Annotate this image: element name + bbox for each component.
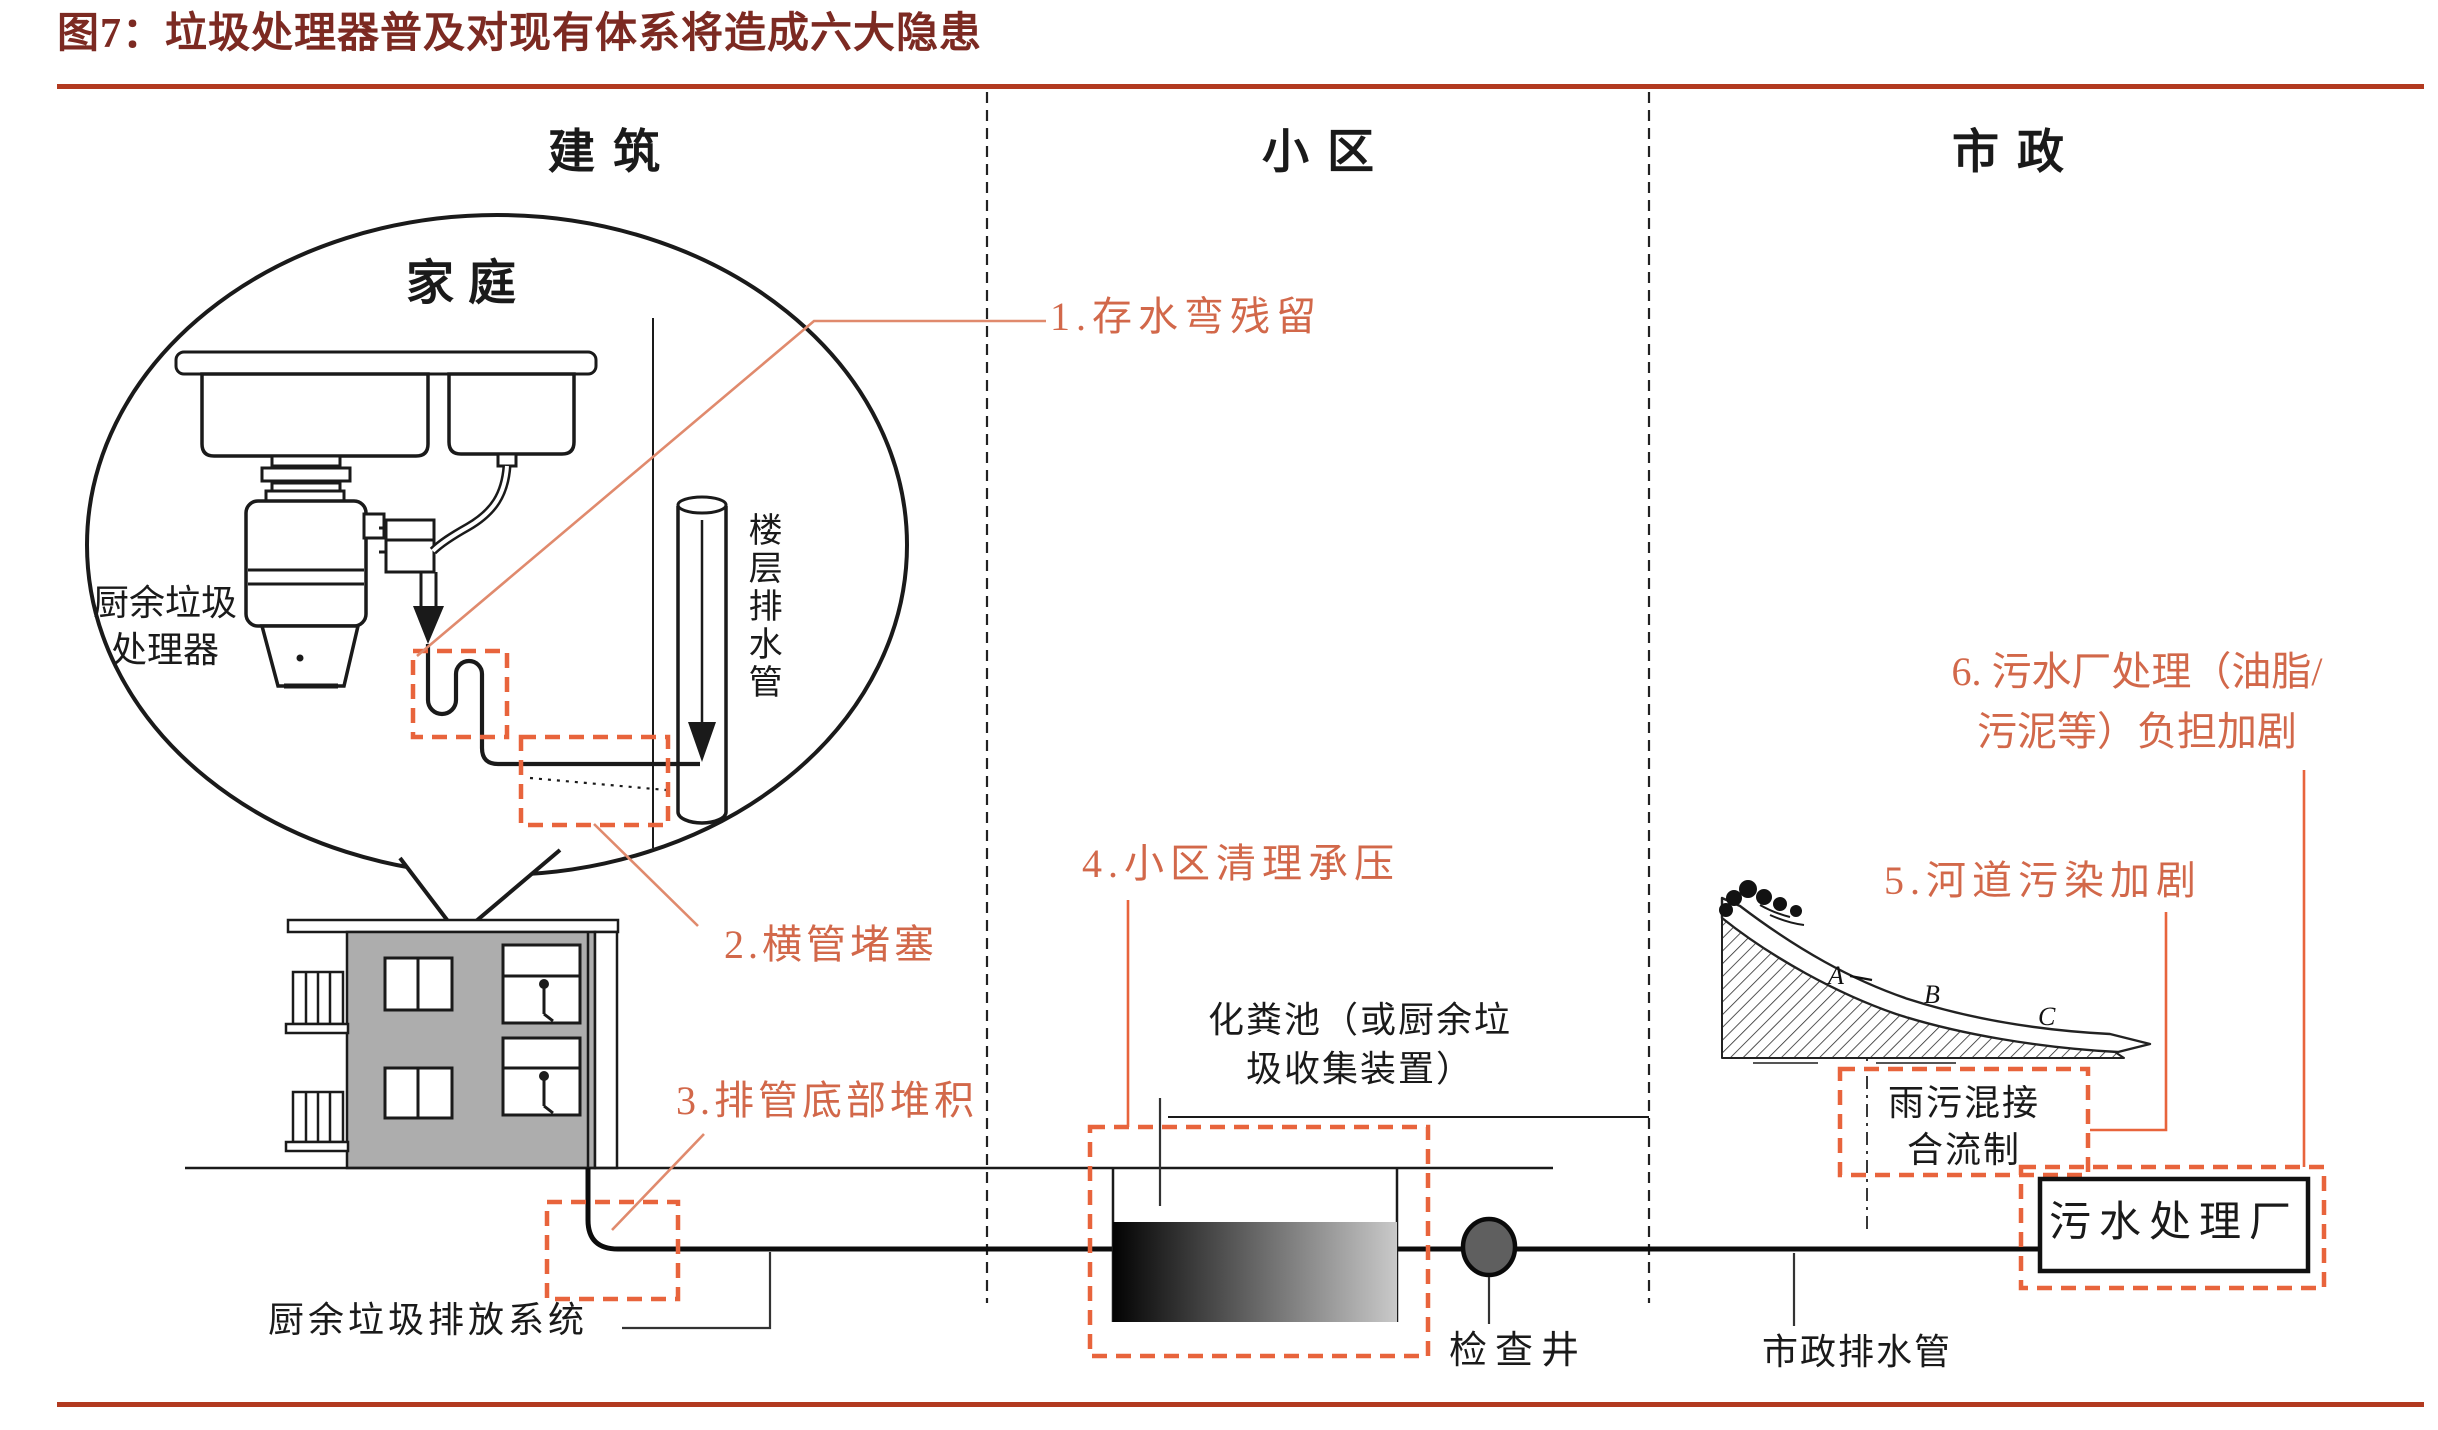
septic-tank-label-line2: 圾收集装置） xyxy=(1245,1048,1474,1089)
hazard-box-septic xyxy=(1087,1124,1431,1359)
hazard-label-2: 2.横管堵塞 xyxy=(724,922,938,967)
leader-2 xyxy=(593,823,699,927)
section-header-municipal: 市政 xyxy=(1952,127,2082,179)
disposer-outlet xyxy=(362,512,386,540)
hazard-label-4: 4.小区清理承压 xyxy=(1082,841,1400,886)
septic-tank-sludge-gradient xyxy=(1113,1222,1397,1322)
inspection-well-icon xyxy=(1460,1216,1518,1278)
hazard-box-mixed-flow xyxy=(1837,1066,2091,1178)
window-lower xyxy=(383,1066,454,1120)
hazard-boxes xyxy=(410,648,2327,1359)
sink-right-bowl xyxy=(447,372,576,456)
sewer-pipe xyxy=(585,1168,2040,1252)
home-label: 家庭 xyxy=(406,257,531,310)
magnifier-bubble xyxy=(85,213,909,936)
mixed-flow-label: 雨污混接 合流制 xyxy=(1840,1080,2088,1174)
leader-1 xyxy=(416,319,1046,657)
hazard-label-6: 6. 污水厂处理（油脂/ 污泥等）负担加剧 xyxy=(1902,642,2372,762)
hazard-label-3: 3.排管底部堆积 xyxy=(676,1078,978,1123)
discharge-system-leader xyxy=(622,1252,772,1330)
leader-3 xyxy=(611,1133,705,1231)
counter-top xyxy=(174,350,598,376)
river-vegetation-scribble xyxy=(1759,904,1805,926)
septic-tank-label: 化粪池（或厨余垃 圾收集装置） xyxy=(1186,996,1534,1093)
river-mark-a: A xyxy=(1826,961,1844,990)
kitchen-room-lower xyxy=(501,1036,582,1117)
mixed-flow-label-line1: 雨污混接 xyxy=(1887,1083,2040,1123)
sewage-plant-box xyxy=(2037,1176,2311,1274)
s-trap-pipe xyxy=(425,644,700,767)
floor-drain-pipe xyxy=(676,495,728,825)
building-roof xyxy=(286,918,620,934)
hazard-label-6-line2: 污泥等）负担加剧 xyxy=(1977,709,2297,754)
drain-junction xyxy=(379,518,436,574)
bubble-tail-mask xyxy=(396,846,562,936)
disposer-label-line1: 厨余垃圾 xyxy=(92,583,237,623)
top-rule xyxy=(57,84,2424,89)
faucet-icon xyxy=(539,979,549,989)
sink-unit xyxy=(174,318,700,848)
hazard-box-horizontal-pipe xyxy=(518,734,671,828)
window-upper xyxy=(383,956,454,1012)
section-header-building: 建筑 xyxy=(548,127,678,179)
hazard-label-6-line1: 6. 污水厂处理（油脂/ xyxy=(1951,649,2323,694)
hazard-box-sewage-plant xyxy=(2018,1164,2327,1291)
disposer-label-line2: 处理器 xyxy=(110,629,219,670)
river-illustration: A B C xyxy=(1719,880,2152,1064)
river-mark-a-tick xyxy=(1849,974,1873,982)
discharge-system-label: 厨余垃圾排放系统 xyxy=(268,1300,589,1340)
balcony-lower xyxy=(284,1090,350,1153)
river-vegetation xyxy=(1719,880,1802,917)
inspection-well-label: 检查井 xyxy=(1449,1330,1588,1372)
figure-title: 图7：垃圾处理器普及对现有体系将造成六大隐患 xyxy=(57,11,983,57)
building-right-wall xyxy=(593,930,619,1170)
mixed-flow-label-line2: 合流制 xyxy=(1906,1129,2021,1170)
bubble-circle xyxy=(85,213,909,877)
disposer-label: 厨余垃圾 处理器 xyxy=(70,580,260,674)
garbage-disposer xyxy=(244,454,386,689)
kitchen-room-upper xyxy=(501,943,582,1025)
sewage-plant-label: 污水处理厂 xyxy=(2048,1200,2299,1246)
hazard-box-trap xyxy=(410,648,510,740)
leader-5 xyxy=(2090,912,2168,1132)
right-bowl-tailpiece xyxy=(496,452,518,468)
section-header-community: 小区 xyxy=(1262,127,1392,179)
septic-tank xyxy=(1111,1168,1399,1322)
municipal-pipe-label: 市政排水管 xyxy=(1762,1332,1953,1372)
river-mark-c: C xyxy=(2038,1002,2056,1031)
stack-arrow-head xyxy=(688,722,716,762)
balcony-upper xyxy=(284,970,350,1035)
river-mark-b: B xyxy=(1924,980,1940,1009)
hazard-leaders xyxy=(416,319,2306,1231)
river-channel xyxy=(1720,896,2152,1054)
flow-arrow-down xyxy=(413,606,444,644)
building xyxy=(284,918,620,1170)
hazard-label-5: 5.河道污染加剧 xyxy=(1884,858,2202,903)
hazard-box-pipe-bottom xyxy=(544,1199,681,1302)
faucet-icon xyxy=(539,1071,549,1081)
bottom-rule xyxy=(57,1402,2424,1407)
flex-hose-inner xyxy=(431,465,509,553)
sink-left-bowl xyxy=(200,372,430,458)
hazard-label-1: 1.存水弯残留 xyxy=(1050,294,1322,339)
septic-tank-label-line1: 化粪池（或厨余垃 xyxy=(1207,1000,1512,1040)
floor-pipe-label: 楼层排水管 xyxy=(743,512,781,702)
